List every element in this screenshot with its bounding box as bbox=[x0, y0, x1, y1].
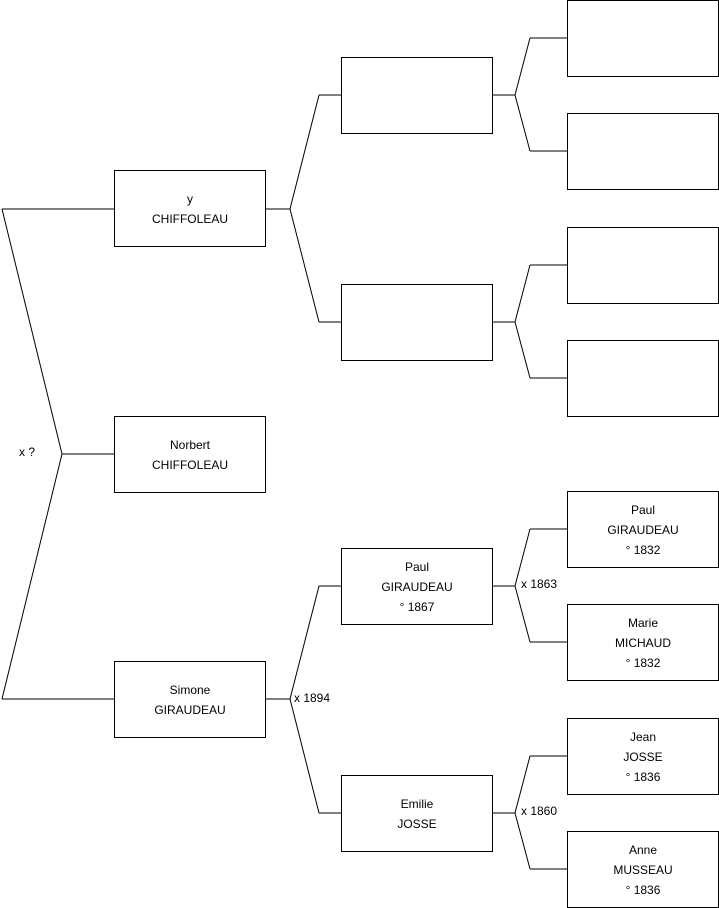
connector-line bbox=[289, 94, 320, 210]
connector-line bbox=[514, 585, 531, 643]
connector-line bbox=[1, 453, 63, 700]
person-last-name: JOSSE bbox=[397, 816, 437, 831]
person-box-root[interactable]: Norbert CHIFFOLEAU bbox=[114, 416, 266, 493]
connector-line bbox=[289, 698, 320, 814]
person-last-name: CHIFFOLEAU bbox=[151, 211, 228, 226]
person-first-name: Paul bbox=[404, 559, 430, 574]
person-last-name: GIRAUDEAU bbox=[381, 579, 453, 594]
person-box-paternal-grandfather[interactable] bbox=[341, 57, 493, 134]
person-first-name: Paul bbox=[630, 502, 656, 517]
person-last-name: GIRAUDEAU bbox=[607, 522, 679, 537]
person-box-mother[interactable]: Simone GIRAUDEAU bbox=[114, 661, 266, 738]
person-box-mmf[interactable]: Jean JOSSE ° 1836 bbox=[567, 718, 719, 795]
person-box-fff[interactable] bbox=[567, 0, 719, 77]
person-first-name: Emilie bbox=[400, 796, 434, 811]
person-box-maternal-grandfather[interactable]: Paul GIRAUDEAU ° 1867 bbox=[341, 548, 493, 625]
person-first-name: Anne bbox=[628, 842, 658, 857]
person-box-ffm[interactable] bbox=[567, 113, 719, 190]
marriage-label-mother-parents: x 1894 bbox=[294, 691, 331, 705]
connector-line bbox=[289, 208, 320, 323]
person-last-name: GIRAUDEAU bbox=[154, 702, 226, 717]
connector-line bbox=[514, 94, 531, 152]
person-box-mff[interactable]: Paul GIRAUDEAU ° 1832 bbox=[567, 491, 719, 568]
person-birth: ° 1832 bbox=[625, 655, 661, 670]
connector-line bbox=[1, 208, 63, 455]
person-last-name: CHIFFOLEAU bbox=[151, 457, 228, 472]
person-last-name: MICHAUD bbox=[615, 635, 671, 650]
person-box-maternal-grandmother[interactable]: Emilie JOSSE bbox=[341, 775, 493, 852]
person-box-father[interactable]: y CHIFFOLEAU bbox=[114, 170, 266, 247]
person-last-name: MUSSEAU bbox=[613, 862, 673, 877]
person-box-mmm[interactable]: Anne MUSSEAU ° 1836 bbox=[567, 831, 719, 908]
connector-line bbox=[514, 37, 531, 96]
person-first-name: Marie bbox=[627, 615, 658, 630]
person-birth: ° 1836 bbox=[625, 882, 661, 897]
person-first-name: Jean bbox=[629, 729, 657, 744]
connector-line bbox=[514, 528, 531, 587]
connector-line bbox=[289, 585, 320, 700]
person-birth: ° 1836 bbox=[625, 769, 661, 784]
person-box-mfm[interactable]: Marie MICHAUD ° 1832 bbox=[567, 604, 719, 681]
marriage-label-mm-parents: x 1860 bbox=[521, 804, 558, 818]
person-birth: ° 1867 bbox=[399, 599, 435, 614]
marriage-label-mf-parents: x 1863 bbox=[521, 577, 558, 591]
marriage-label-parents: x ? bbox=[19, 445, 36, 459]
person-first-name: Norbert bbox=[169, 437, 210, 452]
person-box-fmf[interactable] bbox=[567, 227, 719, 304]
connector-line bbox=[514, 755, 531, 814]
person-last-name: JOSSE bbox=[623, 749, 663, 764]
person-first-name: y bbox=[187, 191, 193, 206]
person-box-fmm[interactable] bbox=[567, 340, 719, 417]
person-box-paternal-grandmother[interactable] bbox=[341, 284, 493, 361]
connector-line bbox=[514, 812, 531, 870]
connector-line bbox=[514, 321, 531, 379]
person-birth: ° 1832 bbox=[625, 542, 661, 557]
connector-line bbox=[514, 264, 531, 323]
person-first-name: Simone bbox=[169, 682, 211, 697]
